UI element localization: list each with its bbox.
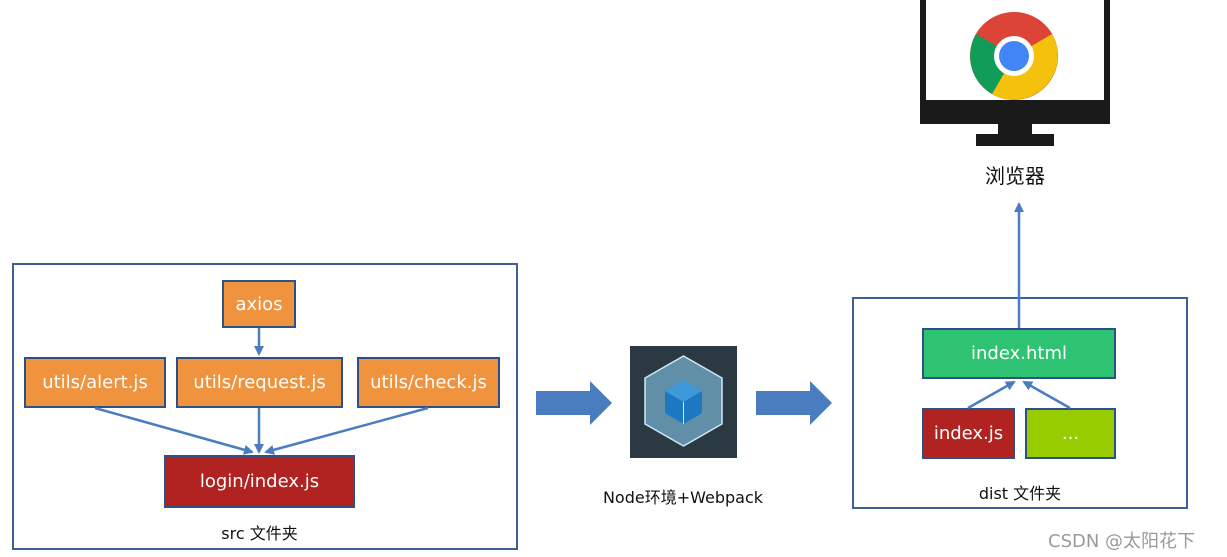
- webpack-logo: [630, 346, 737, 458]
- login-node: login/index.js: [164, 455, 355, 508]
- browser-monitor: [918, 0, 1112, 150]
- arrow-js-to-html: [967, 380, 1016, 410]
- check-node: utils/check.js: [357, 357, 500, 408]
- more-node: ...: [1025, 408, 1116, 459]
- arrow-src-to-webpack: [536, 381, 612, 425]
- request-node: utils/request.js: [176, 357, 343, 408]
- chrome-icon: [970, 12, 1058, 100]
- webpack-icon: [630, 346, 737, 458]
- index-html-node: index.html: [922, 328, 1116, 379]
- index-js-node: index.js: [922, 408, 1015, 459]
- arrow-more-to-html: [1022, 380, 1071, 410]
- alert-node: utils/alert.js: [24, 357, 166, 408]
- dist-caption: dist 文件夹: [978, 484, 1062, 503]
- webpack-caption: Node环境+Webpack: [602, 488, 764, 507]
- arrow-check-to-login: [264, 406, 429, 455]
- arrow-alert-to-login: [94, 406, 254, 455]
- arrow-webpack-to-dist: [756, 381, 832, 425]
- browser-label: 浏览器: [985, 164, 1045, 188]
- axios-node: axios: [222, 280, 296, 328]
- watermark: CSDN @太阳花下: [1048, 531, 1196, 552]
- src-caption: src 文件夹: [221, 524, 298, 543]
